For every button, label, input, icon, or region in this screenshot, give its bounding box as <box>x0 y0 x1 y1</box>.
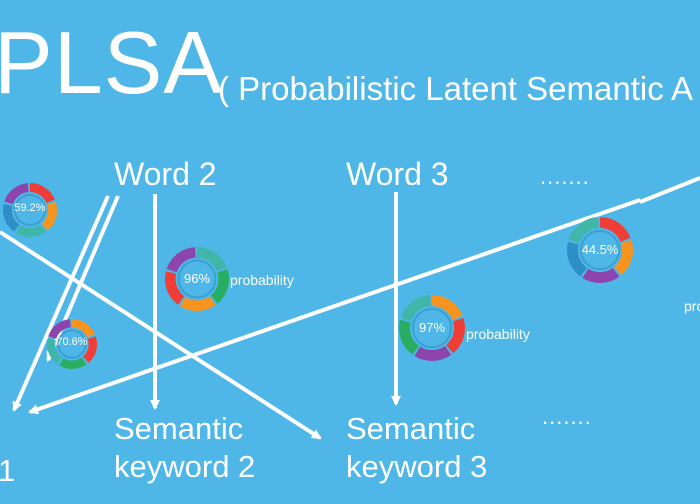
more-words-ellipsis: ....... <box>540 164 590 189</box>
probability-label-cut: proba <box>684 298 700 314</box>
donut-ring <box>165 247 229 311</box>
keyword-2-label: Semantic keyword 2 <box>114 411 256 484</box>
donut-ring <box>399 295 465 361</box>
probability-donut-chart: 97% <box>398 294 466 362</box>
donut-segment <box>46 318 98 370</box>
donut-segment <box>399 295 465 361</box>
donut-inner-ring <box>57 329 87 359</box>
donut-segment <box>165 247 229 311</box>
arrow-word-n-to-keyword1 <box>28 198 641 415</box>
donut-segment <box>165 247 229 311</box>
donut-ring <box>567 217 633 283</box>
probability-donut-chart: 70.6% <box>46 318 98 370</box>
donut-segment <box>2 182 58 238</box>
donut-segment <box>399 295 465 361</box>
donut-segment <box>567 217 633 283</box>
page-subtitle: ( Probabilistic Latent Semantic A <box>218 70 694 107</box>
arrow-word-n-to-keyword-n <box>639 176 700 204</box>
donut-segment <box>165 247 229 311</box>
donut-value-label: 44.5% <box>581 242 619 257</box>
more-keywords-ellipsis: ....... <box>542 404 592 429</box>
donut-segment <box>399 295 465 361</box>
donut-segment <box>567 217 633 283</box>
probability-label: probability <box>466 326 530 342</box>
keyword-3-label: Semantic keyword 3 <box>346 411 488 484</box>
donut-inner-ring <box>411 307 453 349</box>
probability-donut-chart: 59.2% <box>2 182 58 238</box>
donut-value-label: 70.6% <box>56 336 88 348</box>
probability-label: probability <box>230 272 294 288</box>
word-3-label: Word 3 <box>346 156 449 192</box>
probability-donut-chart: 44.5% <box>566 216 634 284</box>
donut-segment <box>2 182 58 238</box>
donut-value-label: 59.2% <box>14 202 46 214</box>
donut-segment <box>567 217 633 283</box>
arrow-word2-to-keyword1 <box>12 195 110 412</box>
donut-segment <box>2 182 58 238</box>
arrow-word1-to-keyword3 <box>0 230 322 440</box>
donut-segment <box>165 247 229 311</box>
keyword-1-label: 1 <box>0 453 16 488</box>
donut-inner-ring <box>177 259 217 299</box>
donut-value-label: 96% <box>183 271 211 286</box>
donut-inner-ring <box>13 193 47 227</box>
probability-donut-chart: 96% <box>164 246 230 312</box>
donut-segment <box>399 295 465 361</box>
donut-ring <box>46 318 98 370</box>
donut-segment <box>46 318 98 370</box>
donut-segment <box>46 318 98 370</box>
donut-value-label: 97% <box>418 320 446 335</box>
donut-inner-ring <box>579 229 621 271</box>
donut-segment <box>2 182 58 238</box>
word-2-label: Word 2 <box>114 156 217 192</box>
donut-ring <box>2 182 58 238</box>
donut-segment <box>567 217 633 283</box>
page-title: PLSA <box>0 13 224 112</box>
